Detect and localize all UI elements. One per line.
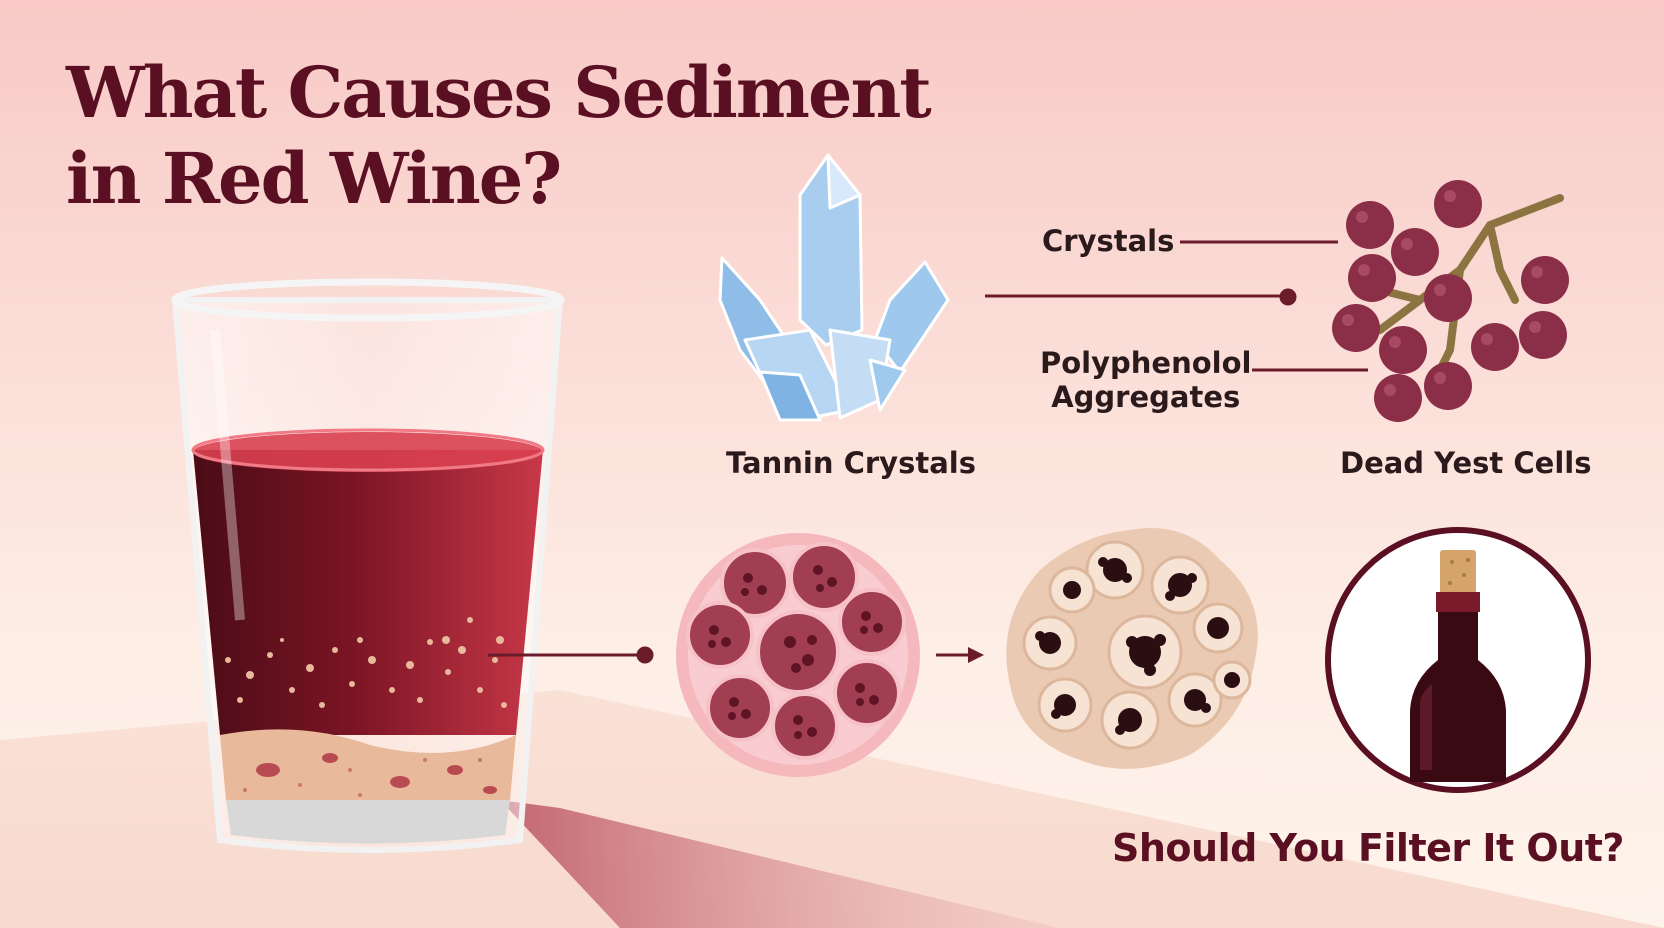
label-polyphenolol-aggregates: Polyphenolol Aggregates xyxy=(1040,346,1251,414)
glass-shadow xyxy=(500,800,1060,928)
grape-cluster-icon xyxy=(1332,180,1569,422)
wine-bottle-icon xyxy=(1325,527,1591,793)
label-tannin-crystals: Tannin Crystals xyxy=(726,446,976,480)
label-dead-yeast-cells: Dead Yest Cells xyxy=(1340,446,1592,480)
label-crystals: Crystals xyxy=(1042,224,1175,258)
connector-aggregates-to-yeast xyxy=(936,647,984,663)
yeast-cluster-icon xyxy=(1006,528,1258,769)
title-line-2: in Red Wine? xyxy=(66,137,562,220)
connector-crystals-to-grapes xyxy=(985,240,1368,372)
wine-glass-icon xyxy=(171,278,565,853)
label-polyphenolol-line-1: Polyphenolol xyxy=(1040,346,1252,380)
filter-question: Should You Filter It Out? xyxy=(1112,826,1624,870)
label-polyphenolol-line-2: Aggregates xyxy=(1051,380,1241,414)
aggregate-cluster-icon xyxy=(676,533,920,777)
connector-glass-to-aggregates xyxy=(488,646,654,664)
title-line-1: What Causes Sediment xyxy=(66,51,932,134)
page-title: What Causes Sediment in Red Wine? xyxy=(66,50,932,222)
crystal-cluster-icon xyxy=(718,153,950,422)
